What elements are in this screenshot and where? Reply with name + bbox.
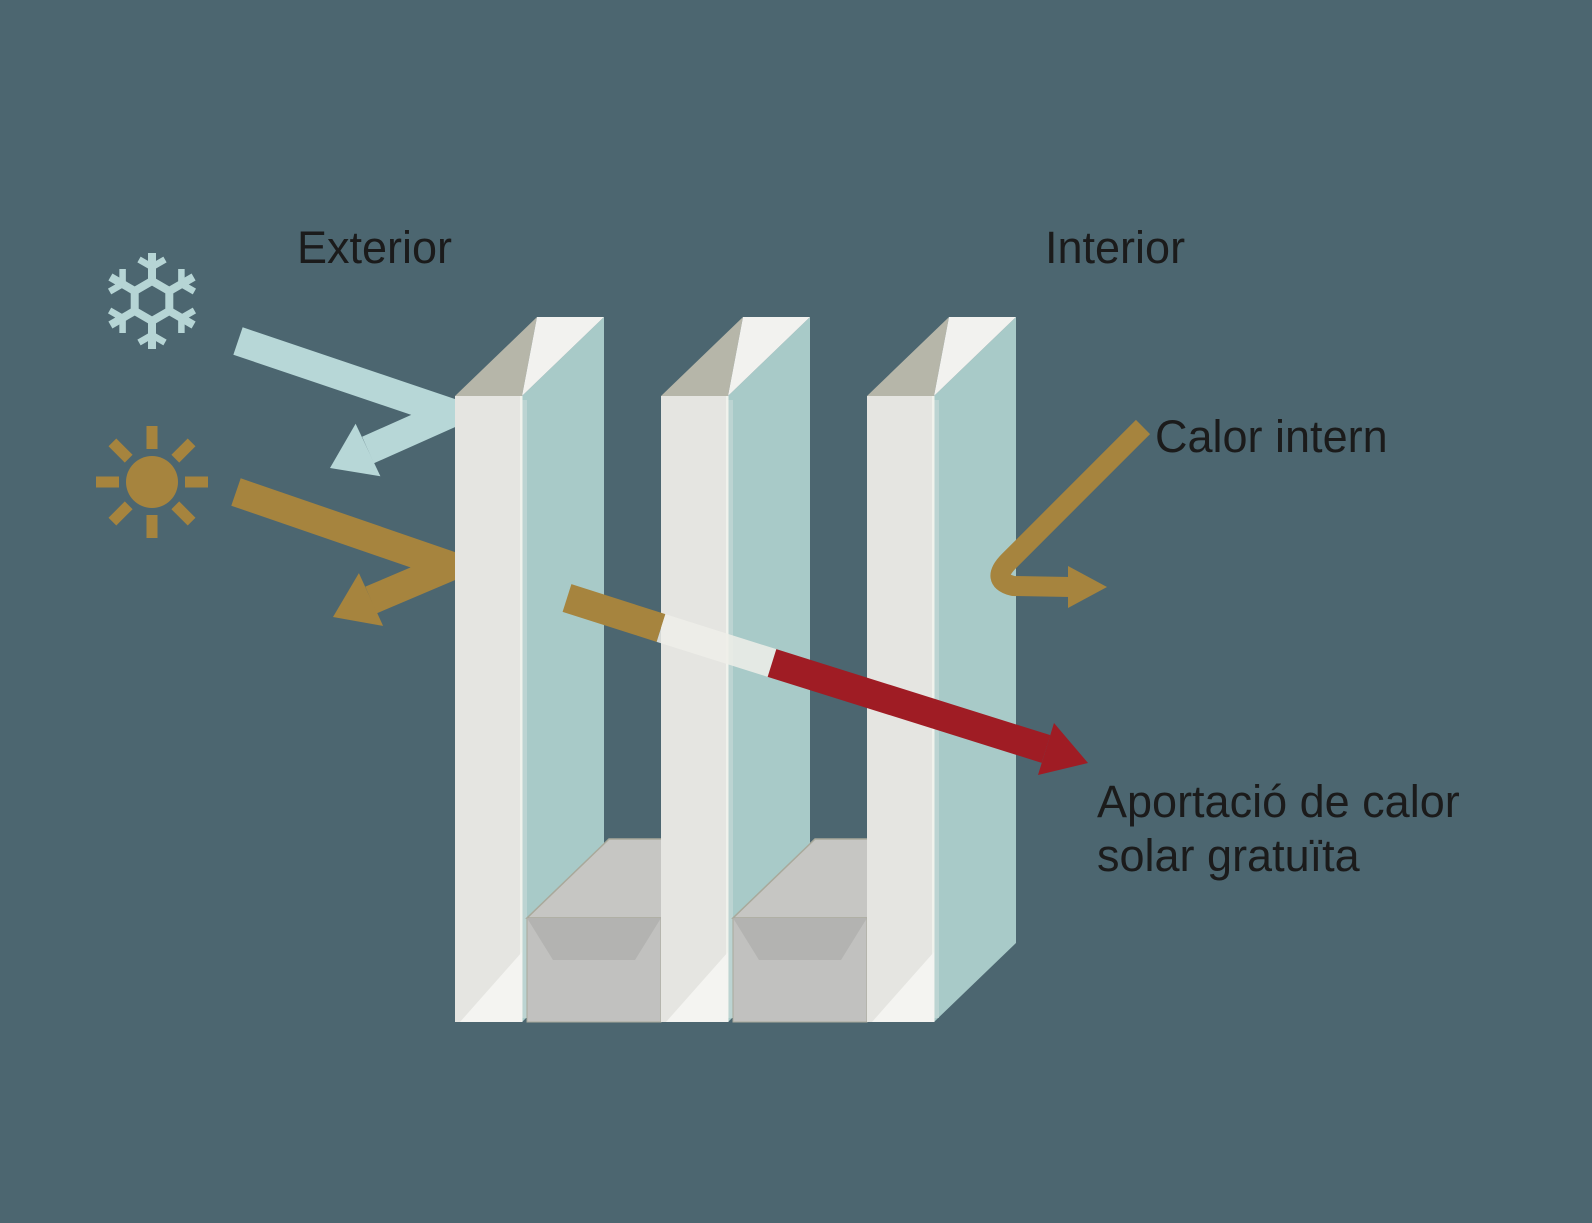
pane2-front-edge (661, 396, 728, 1022)
sun-body (126, 456, 178, 508)
pane3-bottom-bevel (872, 952, 934, 1022)
cold-reflected-arrow (233, 327, 491, 477)
solar-transmitted-pale-segment (656, 614, 777, 677)
pane2-edge-line (726, 396, 729, 1022)
pane2-top-face-lit (728, 317, 810, 396)
glass-pane-1 (455, 317, 604, 1022)
pane1-top-face-lit (522, 317, 604, 396)
internal-heat-label: Calor intern (1155, 411, 1388, 462)
solar-reflected-head (333, 573, 384, 626)
solar-transmitted-gold-segment (562, 584, 666, 642)
solar-gain-label-line1: Aportació de calor (1097, 776, 1460, 827)
pane2-top-face-shaded (661, 317, 743, 396)
sun-rays (96, 426, 208, 538)
spacer-bar-2 (731, 838, 951, 1023)
snowflake-arms (108, 253, 196, 349)
internal-heat-shaft (990, 419, 1151, 597)
cold-arrow-head (330, 423, 381, 477)
solar-transmitted-head (1038, 723, 1088, 775)
solar-reflected-arrow (231, 478, 492, 626)
snowflake-icon (107, 253, 197, 349)
exterior-label: Exterior (297, 222, 452, 273)
glass-pane-3 (867, 317, 1016, 1022)
sun-icon (96, 426, 208, 538)
pane1-bottom-bevel (460, 952, 522, 1022)
spacer2-inner-shadow (733, 918, 867, 960)
cold-arrow-shaft (233, 327, 491, 464)
internal-heat-head (1068, 566, 1107, 608)
pane3-top-face-lit (934, 317, 1016, 396)
solar-reflected-shaft (231, 478, 492, 614)
solar-gain-label-line2: solar gratuïta (1097, 830, 1361, 881)
interior-label: Interior (1045, 222, 1185, 273)
pane1-top-face-shaded (455, 317, 537, 396)
pane1-glass-face (522, 317, 604, 1022)
pane3-top-face-shaded (867, 317, 949, 396)
pane1-edge-line (520, 396, 523, 1022)
pane3-glass-face (934, 317, 1016, 1022)
pane1-front-edge (455, 396, 522, 1022)
internal-heat-arrow (990, 419, 1151, 608)
pane2-bottom-bevel (666, 952, 728, 1022)
pane2-glass-edge-highlight (728, 400, 733, 1018)
solar-transmitted-arrow (562, 584, 1088, 775)
snowflake-branches (107, 256, 197, 346)
pane1-glass-edge-highlight (522, 400, 527, 1018)
spacer1-inner-shadow (527, 918, 661, 960)
solar-transmitted-red-segment (767, 649, 1051, 763)
